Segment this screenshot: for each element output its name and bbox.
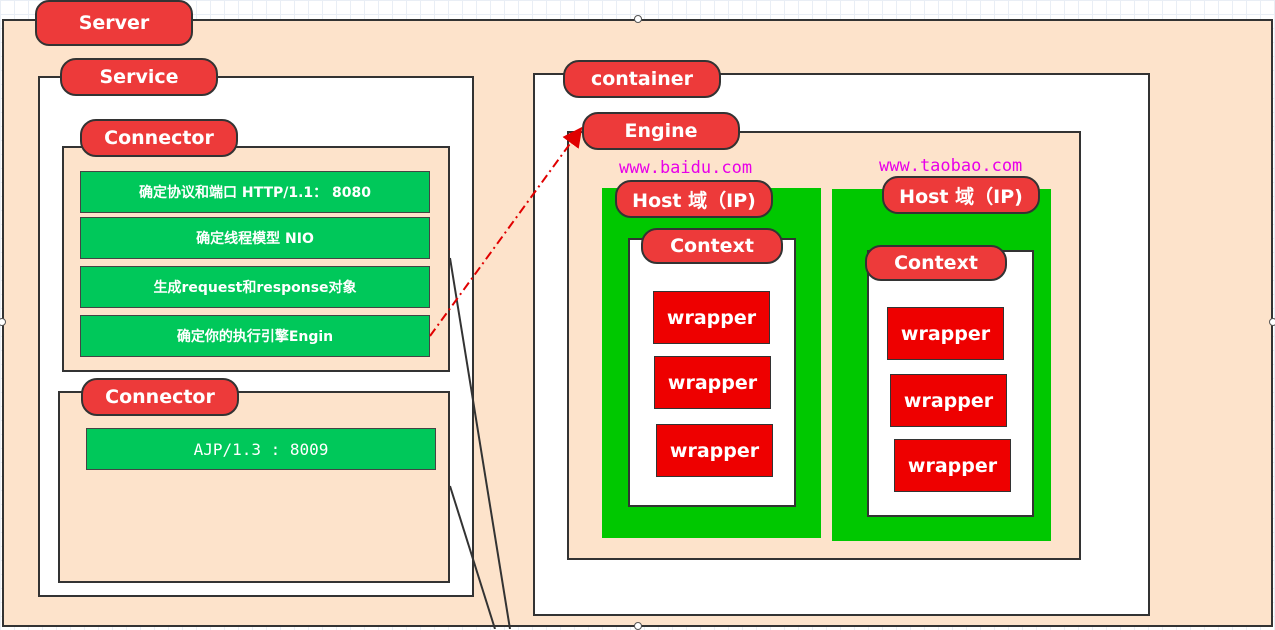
engine-label: Engine bbox=[582, 112, 740, 150]
wrapper-baidu-2: wrapper bbox=[654, 356, 771, 409]
connector-label-http: Connector bbox=[80, 119, 238, 157]
service-label: Service bbox=[60, 58, 218, 96]
wrapper-baidu-1: wrapper bbox=[653, 291, 770, 344]
selection-handle-left[interactable] bbox=[0, 318, 6, 326]
host-label-baidu: Host 域（IP) bbox=[615, 180, 773, 218]
host-domain-baidu: www.baidu.com bbox=[619, 158, 753, 178]
wrapper-baidu-3: wrapper bbox=[656, 424, 773, 477]
wrapper-taobao-2: wrapper bbox=[890, 374, 1007, 427]
connector-box-ajp bbox=[58, 391, 450, 583]
selection-handle-top[interactable] bbox=[634, 15, 642, 23]
host-domain-taobao: www.taobao.com bbox=[879, 156, 1023, 176]
context-label-baidu: Context bbox=[641, 228, 783, 264]
step-protocol-port: 确定协议和端口 HTTP/1.1： 8080 bbox=[80, 171, 430, 213]
wrapper-taobao-3: wrapper bbox=[894, 439, 1011, 492]
step-engine: 确定你的执行引擎Engin bbox=[80, 315, 430, 357]
step-thread-model: 确定线程模型 NIO bbox=[80, 217, 430, 259]
context-label-taobao: Context bbox=[865, 245, 1007, 281]
selection-handle-right[interactable] bbox=[1269, 318, 1275, 326]
wrapper-taobao-1: wrapper bbox=[887, 307, 1004, 360]
container-label: container bbox=[563, 60, 721, 98]
host-label-taobao: Host 域（IP) bbox=[882, 176, 1040, 214]
server-label: Server bbox=[35, 0, 193, 46]
protocol-ajp: AJP/1.3 : 8009 bbox=[86, 428, 436, 470]
step-request-response: 生成request和response对象 bbox=[80, 266, 430, 308]
connector-label-ajp: Connector bbox=[81, 378, 239, 416]
